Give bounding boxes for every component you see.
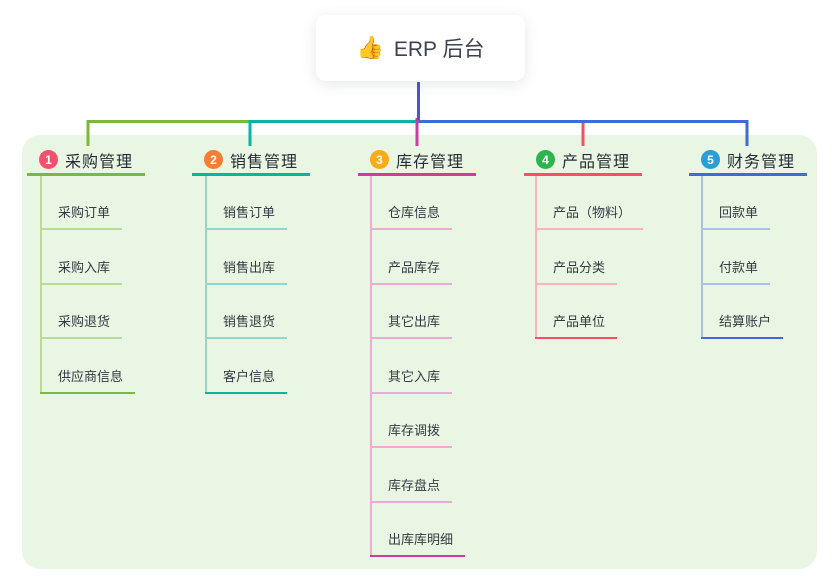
child-node[interactable]: 采购入库: [40, 257, 123, 285]
branch-number-badge: 4: [535, 150, 555, 169]
child-node[interactable]: 回款单: [701, 202, 771, 230]
child-node[interactable]: 出库库明细: [370, 529, 466, 557]
child-label: 销售订单: [223, 205, 276, 220]
child-label: 产品（物料）: [553, 205, 632, 220]
child-node[interactable]: 其它出库: [370, 311, 453, 339]
branch-label: 财务管理: [726, 153, 795, 171]
branch-number-badge: 2: [203, 150, 223, 169]
child-label: 采购入库: [58, 259, 111, 275]
root-node[interactable]: 👍 ERP 后台: [316, 15, 525, 81]
root-title: ERP 后台: [393, 38, 485, 61]
child-label: 结算账户: [719, 314, 772, 329]
branch-label: 采购管理: [64, 153, 133, 171]
branches-panel: [22, 135, 817, 569]
branch-label: 产品管理: [561, 153, 630, 171]
branch-header-3[interactable]: 3 库存管理: [358, 146, 476, 176]
child-label: 客户信息: [223, 368, 276, 384]
child-label: 回款单: [719, 205, 759, 220]
child-node[interactable]: 产品单位: [535, 311, 618, 339]
child-label: 销售出库: [223, 259, 276, 275]
child-label: 产品库存: [388, 259, 441, 275]
child-node[interactable]: 产品分类: [535, 257, 618, 285]
child-label: 库存盘点: [388, 477, 441, 493]
child-node[interactable]: 结算账户: [701, 311, 784, 339]
child-node[interactable]: 供应商信息: [40, 366, 136, 394]
child-node[interactable]: 采购退货: [40, 311, 123, 339]
child-node[interactable]: 采购订单: [40, 202, 123, 230]
child-label: 产品分类: [553, 259, 606, 275]
branch-number-badge: 5: [700, 150, 720, 169]
branch-header-1[interactable]: 1 采购管理: [27, 146, 145, 176]
branch-number-badge: 3: [369, 150, 389, 169]
child-label: 仓库信息: [388, 205, 441, 220]
branch-header-5[interactable]: 5 财务管理: [689, 146, 807, 176]
branch-label: 库存管理: [395, 153, 464, 171]
child-label: 产品单位: [553, 314, 606, 329]
child-label: 销售退货: [223, 314, 276, 329]
child-label: 采购退货: [58, 314, 111, 329]
child-node[interactable]: 库存盘点: [370, 475, 453, 503]
child-node[interactable]: 产品（物料）: [535, 202, 644, 230]
child-node[interactable]: 仓库信息: [370, 202, 453, 230]
child-label: 付款单: [719, 259, 759, 275]
child-node[interactable]: 产品库存: [370, 257, 453, 285]
thumbs-up-icon: 👍: [356, 35, 384, 60]
child-label: 供应商信息: [58, 368, 124, 384]
child-label: 其它入库: [388, 368, 441, 384]
child-label: 采购订单: [58, 205, 111, 220]
branch-header-2[interactable]: 2 销售管理: [192, 146, 310, 176]
child-node[interactable]: 付款单: [701, 257, 771, 285]
branch-number-badge: 1: [38, 150, 58, 169]
child-label: 出库库明细: [388, 532, 454, 547]
child-node[interactable]: 销售订单: [205, 202, 288, 230]
child-node[interactable]: 销售退货: [205, 311, 288, 339]
child-label: 其它出库: [388, 314, 441, 329]
child-node[interactable]: 库存调拨: [370, 420, 453, 448]
child-node[interactable]: 销售出库: [205, 257, 288, 285]
branch-label: 销售管理: [229, 153, 298, 171]
child-node[interactable]: 其它入库: [370, 366, 453, 394]
child-label: 库存调拨: [388, 423, 441, 438]
child-node[interactable]: 客户信息: [205, 366, 288, 394]
branch-header-4[interactable]: 4 产品管理: [524, 146, 642, 176]
